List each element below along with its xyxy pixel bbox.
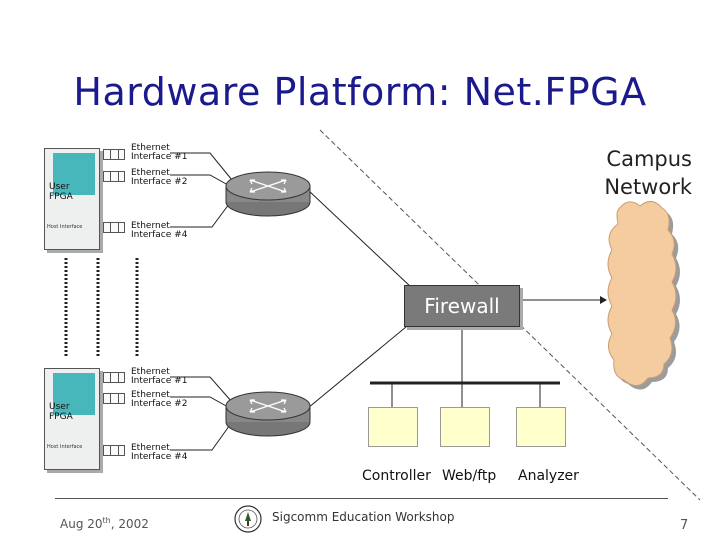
slide-title: Hardware Platform: Net.FPGA <box>73 70 647 114</box>
eth-label-line-2: Interface #1 <box>131 152 188 162</box>
analyzer-host-icon <box>516 407 566 447</box>
date-suffix: th <box>102 516 111 525</box>
fpga-label-line-1: User <box>49 402 70 412</box>
link-b1-p1 <box>170 152 233 181</box>
ethernet-port-4 <box>103 445 125 456</box>
netfpga-board-1: User FPGA Host Interface <box>44 148 100 250</box>
ethernet-interface-4-label: Ethernet Interface #4 <box>131 222 187 240</box>
link-b2-p4 <box>170 421 233 451</box>
link-b1-p4 <box>170 199 233 228</box>
eth-label-line-1: Ethernet <box>131 367 170 377</box>
controller-host-icon <box>368 407 418 447</box>
eth-label-line-1: Ethernet <box>131 390 170 400</box>
ethernet-port-2 <box>103 393 125 404</box>
ethernet-port-1 <box>103 372 125 383</box>
ethernet-port-1 <box>103 149 125 160</box>
host-interface-label: Host Interface <box>47 444 83 450</box>
link-b1-p2 <box>170 174 229 186</box>
eth-label-line-1: Ethernet <box>131 443 170 453</box>
eth-label-line-2: Interface #2 <box>131 399 188 409</box>
campus-cloud-icon <box>607 201 680 390</box>
university-seal-icon <box>234 505 262 533</box>
webftp-host-icon <box>440 407 490 447</box>
eth-label-line-1: Ethernet <box>131 168 170 178</box>
page-number: 7 <box>680 518 689 533</box>
fpga-label-line-2: FPGA <box>49 412 73 422</box>
analyzer-label: Analyzer <box>518 468 579 484</box>
eth-label-line-2: Interface #2 <box>131 177 188 187</box>
link-router1-firewall <box>307 189 413 289</box>
campus-label-line-2: Network <box>604 175 692 199</box>
ethernet-port-2 <box>103 171 125 182</box>
campus-network-label: Campus Network <box>604 145 692 201</box>
date-year: , 2002 <box>110 517 149 531</box>
router-1 <box>225 171 311 217</box>
footer-divider <box>55 498 668 499</box>
ethernet-interface-2-label: Ethernet Interface #2 <box>131 169 187 187</box>
fpga-label-line-2: FPGA <box>49 192 73 202</box>
footer-date: Aug 20th, 2002 <box>60 516 149 531</box>
ethernet-interface-1-label: Ethernet Interface #1 <box>131 368 187 386</box>
ethernet-interface-1-label: Ethernet Interface #1 <box>131 144 187 162</box>
fpga-chip <box>53 153 95 195</box>
link-router2-firewall <box>307 321 413 409</box>
link-b2-p1 <box>170 376 233 403</box>
firewall-box: Firewall <box>404 285 520 327</box>
eth-label-line-2: Interface #4 <box>131 230 188 240</box>
eth-label-line-1: Ethernet <box>131 221 170 231</box>
arrowhead-cloud <box>600 296 607 304</box>
eth-label-line-1: Ethernet <box>131 143 170 153</box>
campus-label-line-1: Campus <box>606 147 692 171</box>
link-b2-p2 <box>170 396 229 408</box>
controller-label: Controller <box>362 468 431 484</box>
webftp-label: Web/ftp <box>442 468 497 484</box>
ethernet-interface-4-label: Ethernet Interface #4 <box>131 444 187 462</box>
fpga-label: User FPGA <box>49 402 73 422</box>
fpga-label: User FPGA <box>49 182 73 202</box>
footer-workshop: Sigcomm Education Workshop <box>272 510 455 524</box>
ethernet-port-4 <box>103 222 125 233</box>
eth-label-line-2: Interface #4 <box>131 452 188 462</box>
eth-label-line-2: Interface #1 <box>131 376 188 386</box>
host-interface-label: Host Interface <box>47 224 83 230</box>
router-2 <box>225 391 311 437</box>
fpga-label-line-1: User <box>49 182 70 192</box>
fpga-chip <box>53 373 95 415</box>
date-main: Aug 20 <box>60 517 103 531</box>
ethernet-interface-2-label: Ethernet Interface #2 <box>131 391 187 409</box>
netfpga-board-2: User FPGA Host Interface <box>44 368 100 470</box>
